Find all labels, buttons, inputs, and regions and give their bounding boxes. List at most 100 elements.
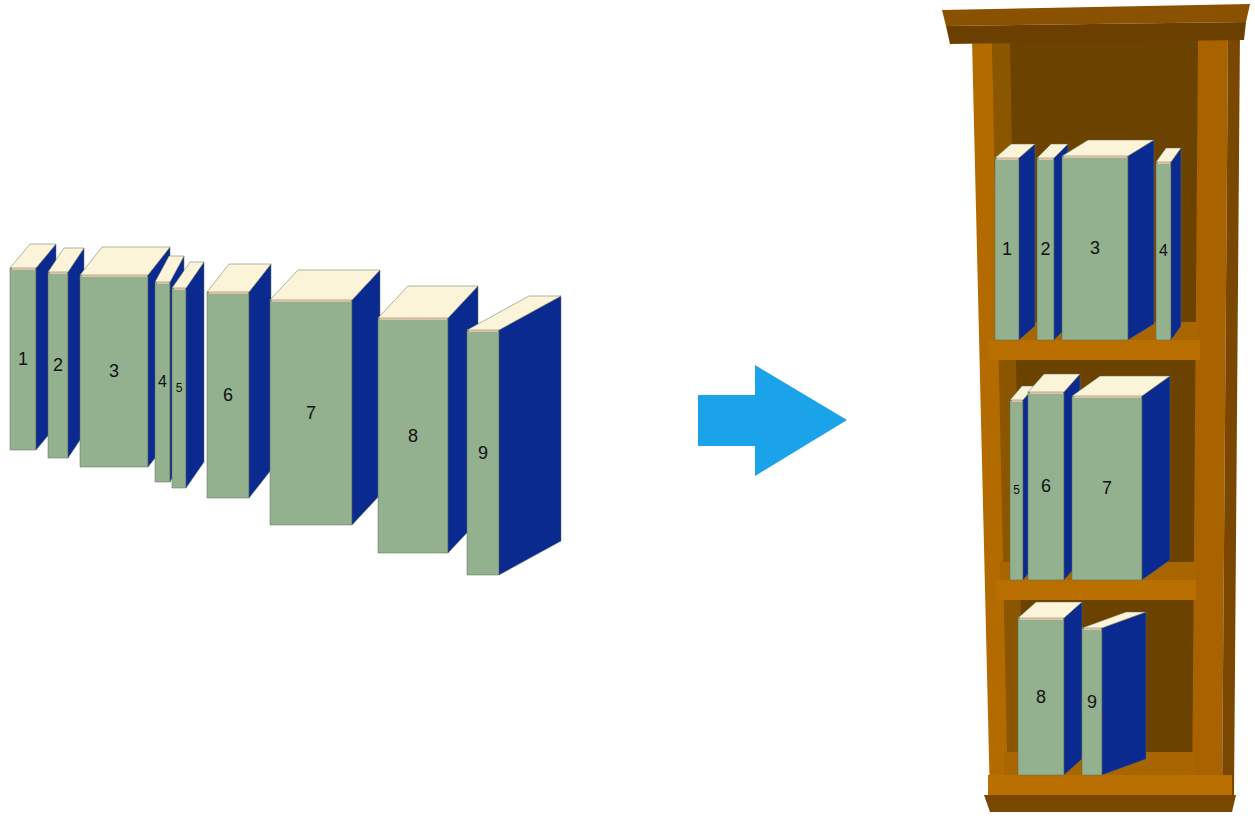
book-cover bbox=[352, 270, 380, 525]
book-edge bbox=[12, 268, 35, 270]
book-edge bbox=[1074, 396, 1141, 398]
book-spine bbox=[995, 158, 1019, 340]
shelf-board-front bbox=[996, 580, 1196, 600]
book-number: 8 bbox=[408, 427, 418, 445]
book-spine bbox=[1062, 156, 1128, 340]
bookshelf bbox=[942, 4, 1250, 812]
book-edge bbox=[1039, 158, 1053, 160]
book-shape bbox=[270, 270, 380, 525]
book-cover bbox=[186, 262, 204, 488]
book-spine bbox=[1018, 618, 1064, 775]
book: 7 bbox=[270, 270, 380, 525]
shelf-base-front bbox=[988, 775, 1232, 795]
book-pages bbox=[1156, 148, 1181, 162]
book-cover bbox=[249, 264, 271, 498]
book-edge bbox=[1158, 162, 1170, 164]
book-spine bbox=[172, 288, 186, 488]
book-shape bbox=[995, 144, 1035, 340]
book-cover bbox=[1064, 602, 1082, 775]
book-edge bbox=[1012, 400, 1022, 402]
shelf-side bbox=[1222, 30, 1240, 800]
book-edge bbox=[997, 158, 1018, 160]
book-number: 9 bbox=[478, 444, 488, 462]
book-pages bbox=[1082, 612, 1146, 628]
book-number: 4 bbox=[1159, 243, 1168, 259]
book-shape bbox=[207, 264, 271, 498]
book-edge bbox=[209, 292, 248, 294]
book-spine bbox=[1156, 162, 1171, 340]
book: 9 bbox=[467, 296, 561, 575]
book-edge bbox=[469, 330, 498, 332]
book-pages bbox=[1072, 376, 1170, 396]
book-pages bbox=[467, 296, 561, 330]
book-spine bbox=[270, 300, 352, 525]
book: 4 bbox=[1156, 148, 1181, 340]
book-spine bbox=[1072, 396, 1142, 580]
book-number: 8 bbox=[1036, 688, 1046, 706]
book-spine bbox=[467, 330, 499, 575]
book-edge bbox=[174, 288, 185, 290]
book-pages bbox=[48, 248, 84, 272]
book: 8 bbox=[378, 286, 478, 553]
book-number: 1 bbox=[1002, 240, 1012, 258]
book: 8 bbox=[1018, 602, 1082, 775]
book-edge bbox=[1030, 392, 1063, 394]
book-spine bbox=[1028, 392, 1064, 580]
book: 2 bbox=[48, 248, 84, 458]
book-pages bbox=[207, 264, 271, 292]
book-number: 7 bbox=[306, 404, 316, 422]
book-number: 2 bbox=[53, 356, 63, 374]
book-cover bbox=[1019, 144, 1035, 340]
shelf-back bbox=[990, 40, 1202, 785]
book-number: 3 bbox=[109, 362, 119, 380]
book-spine bbox=[1037, 158, 1054, 340]
book-pages bbox=[80, 247, 170, 275]
book-edge bbox=[1064, 156, 1127, 158]
shelf-plinth bbox=[984, 795, 1236, 812]
book: 6 bbox=[207, 264, 271, 498]
book-number: 6 bbox=[1041, 477, 1051, 495]
book-shape bbox=[1018, 602, 1082, 775]
book-shape bbox=[48, 248, 84, 458]
book-number: 6 bbox=[223, 386, 233, 404]
book-edge bbox=[82, 275, 147, 277]
book-cover bbox=[1171, 148, 1181, 340]
book-pages bbox=[378, 286, 478, 318]
book-spine bbox=[80, 275, 148, 467]
book-spine bbox=[48, 272, 68, 458]
book-number: 1 bbox=[18, 350, 28, 368]
book-cover bbox=[1128, 140, 1154, 340]
block-arrow bbox=[698, 365, 847, 476]
book-edge bbox=[1020, 618, 1063, 620]
book-shape bbox=[1072, 376, 1170, 580]
book-shape bbox=[1062, 140, 1154, 340]
book-number: 7 bbox=[1102, 479, 1112, 497]
book-spine bbox=[155, 282, 170, 482]
book: 5 bbox=[172, 262, 204, 488]
book-edge bbox=[272, 300, 351, 302]
book: 7 bbox=[1072, 376, 1170, 580]
book-shape bbox=[467, 296, 561, 575]
book: 9 bbox=[1082, 612, 1146, 775]
book-spine bbox=[207, 292, 249, 498]
book-pages bbox=[10, 244, 56, 268]
book-shape bbox=[378, 286, 478, 553]
book-number: 2 bbox=[1040, 240, 1050, 258]
shelf-cap-front bbox=[946, 22, 1246, 44]
book-cover bbox=[499, 296, 561, 575]
book: 1 bbox=[995, 144, 1035, 340]
book-number: 5 bbox=[176, 382, 183, 394]
book-cover bbox=[1102, 612, 1146, 775]
book-pages bbox=[1062, 140, 1154, 156]
book-pages bbox=[1018, 602, 1082, 618]
book-number: 3 bbox=[1090, 239, 1100, 257]
book-spine bbox=[1010, 400, 1023, 580]
book-edge bbox=[50, 272, 67, 274]
book-spine bbox=[10, 268, 36, 450]
book-pages bbox=[1028, 374, 1080, 392]
book-edge bbox=[380, 318, 447, 320]
book: 3 bbox=[1062, 140, 1154, 340]
book-pages bbox=[995, 144, 1035, 158]
book-number: 5 bbox=[1013, 484, 1020, 496]
book-number: 9 bbox=[1087, 693, 1097, 711]
